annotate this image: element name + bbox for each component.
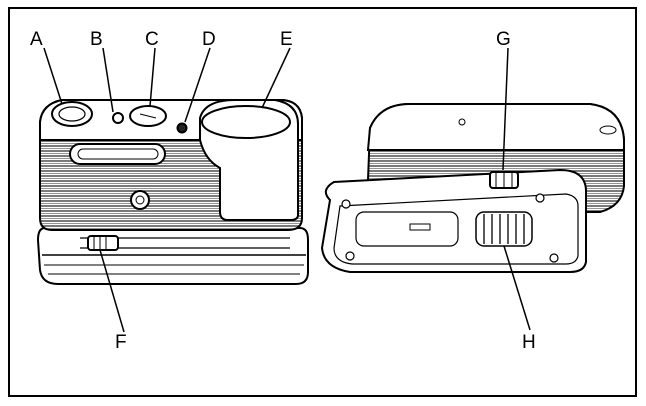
- label-e: E: [280, 29, 293, 50]
- label-b: B: [90, 29, 103, 50]
- label-h: H: [522, 332, 536, 353]
- leader-d: [184, 47, 211, 123]
- leader-f: [99, 249, 125, 333]
- compressor-bottom-view: [320, 103, 625, 273]
- leader-c: [149, 47, 156, 107]
- label-a: A: [30, 29, 43, 50]
- callout-labels: A B C D E G F H: [30, 29, 536, 353]
- label-f: F: [115, 332, 127, 353]
- leader-h: [503, 245, 531, 331]
- compressor-front-view: [36, 99, 309, 285]
- leader-a: [43, 47, 63, 105]
- leader-e: [261, 47, 291, 109]
- label-c: C: [145, 29, 159, 50]
- leader-g: [502, 47, 509, 171]
- label-g: G: [496, 29, 511, 50]
- leader-lines: [43, 47, 531, 333]
- label-d: D: [202, 29, 216, 50]
- leader-b: [102, 47, 114, 113]
